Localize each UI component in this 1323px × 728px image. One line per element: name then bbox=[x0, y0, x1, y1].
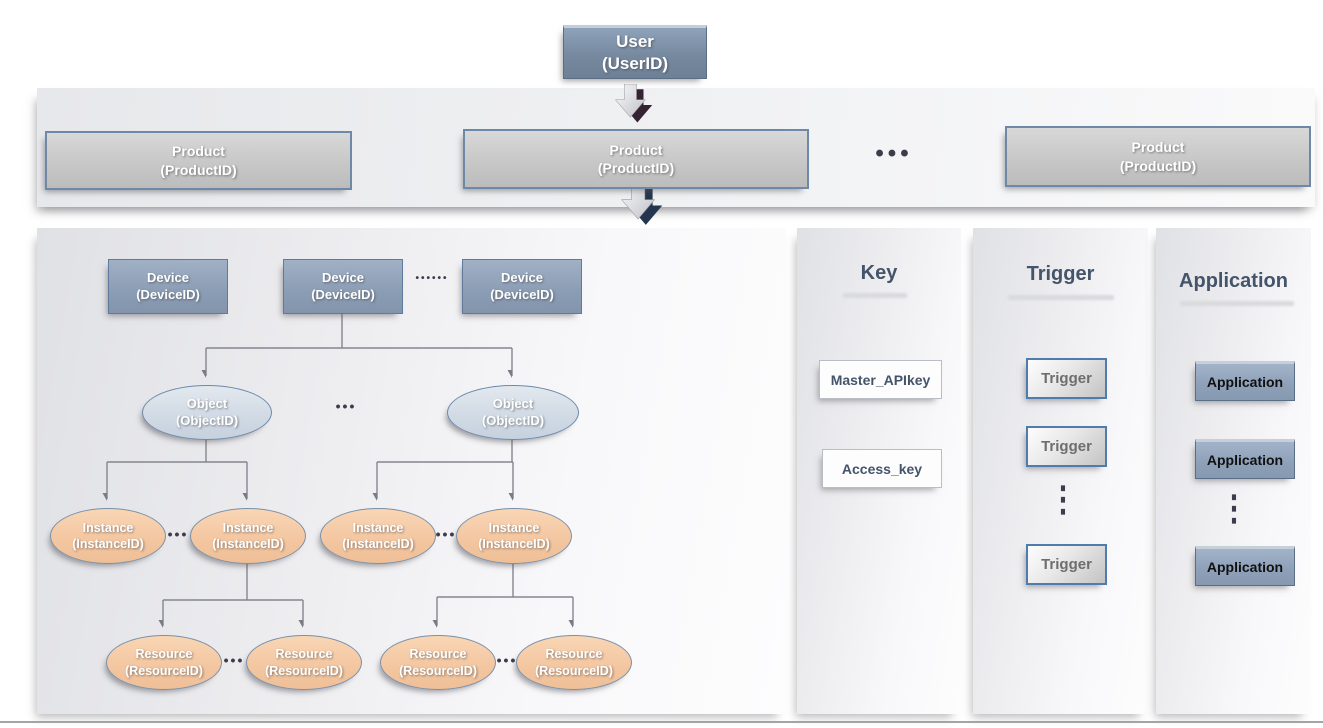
ellipsis: ••• bbox=[335, 398, 357, 414]
product-title: Product bbox=[1131, 139, 1185, 156]
ellipsis: ••• bbox=[167, 526, 189, 542]
instance-subtitle: (InstanceID) bbox=[342, 537, 414, 551]
object-node: Object (ObjectID) bbox=[142, 385, 272, 440]
trigger-item: Trigger bbox=[1026, 426, 1107, 467]
resource-node: Resource (ResourceID) bbox=[106, 635, 222, 690]
device-node: Device (DeviceID) bbox=[283, 259, 403, 314]
instance-node: Instance (InstanceID) bbox=[456, 508, 572, 564]
instance-node: Instance (InstanceID) bbox=[50, 508, 166, 564]
device-node: Device (DeviceID) bbox=[108, 259, 228, 314]
object-title: Object bbox=[492, 395, 534, 411]
product-subtitle: (ProductID) bbox=[160, 161, 237, 178]
device-subtitle: (DeviceID) bbox=[136, 286, 200, 302]
device-title: Device bbox=[322, 269, 364, 285]
product-title: Product bbox=[609, 141, 663, 158]
resource-title: Resource bbox=[545, 647, 603, 662]
product-node: Product (ProductID) bbox=[45, 131, 352, 190]
key-heading: Key bbox=[860, 262, 898, 284]
product-subtitle: (ProductID) bbox=[1119, 157, 1197, 174]
bottom-rule bbox=[0, 721, 1323, 723]
ellipsis: •••••• bbox=[415, 273, 449, 284]
resource-subtitle: (ResourceID) bbox=[399, 663, 477, 678]
product-subtitle: (ProductID) bbox=[597, 160, 675, 176]
resource-title: Resource bbox=[275, 647, 333, 662]
faint-caption bbox=[1180, 301, 1294, 306]
resource-node: Resource (ResourceID) bbox=[380, 635, 496, 690]
instance-subtitle: (InstanceID) bbox=[72, 537, 144, 551]
instance-title: Instance bbox=[82, 520, 134, 535]
vertical-ellipsis: ⋮ bbox=[1219, 489, 1249, 528]
ellipsis: ••• bbox=[875, 140, 913, 167]
instance-title: Instance bbox=[352, 520, 404, 535]
instance-subtitle: (InstanceID) bbox=[478, 537, 550, 551]
vertical-ellipsis: ⋮ bbox=[1048, 480, 1078, 519]
application-heading: Application bbox=[1179, 270, 1288, 292]
resource-title: Resource bbox=[135, 647, 193, 662]
faint-caption bbox=[843, 293, 907, 298]
faint-caption bbox=[1008, 295, 1114, 300]
product-node: Product (ProductID) bbox=[463, 129, 809, 189]
device-node: Device (DeviceID) bbox=[462, 259, 582, 314]
device-title: Device bbox=[501, 269, 543, 285]
resource-subtitle: (ResourceID) bbox=[125, 663, 203, 678]
user-node-title: User bbox=[616, 31, 654, 51]
trigger-panel bbox=[973, 228, 1148, 714]
application-item: Application bbox=[1195, 439, 1295, 479]
resource-title: Resource bbox=[409, 647, 467, 662]
user-node: User (UserID) bbox=[563, 25, 707, 79]
instance-subtitle: (InstanceID) bbox=[212, 537, 284, 551]
ellipsis: ••• bbox=[223, 652, 245, 668]
key-item: Access_key bbox=[822, 449, 942, 488]
application-item: Application bbox=[1195, 361, 1295, 401]
trigger-heading: Trigger bbox=[1026, 263, 1095, 285]
resource-node: Resource (ResourceID) bbox=[246, 635, 362, 690]
ellipsis: ••• bbox=[435, 526, 457, 542]
resource-subtitle: (ResourceID) bbox=[265, 663, 343, 678]
object-subtitle: (ObjectID) bbox=[481, 412, 545, 428]
device-subtitle: (DeviceID) bbox=[490, 286, 554, 302]
device-subtitle: (DeviceID) bbox=[311, 286, 375, 302]
product-title: Product bbox=[172, 143, 225, 160]
instance-node: Instance (InstanceID) bbox=[320, 508, 436, 564]
key-item: Master_APIkey bbox=[819, 360, 942, 399]
instance-title: Instance bbox=[222, 520, 274, 535]
device-title: Device bbox=[147, 269, 189, 285]
resource-subtitle: (ResourceID) bbox=[535, 663, 613, 678]
instance-title: Instance bbox=[488, 520, 540, 535]
resource-node: Resource (ResourceID) bbox=[516, 635, 632, 690]
application-item: Application bbox=[1195, 546, 1295, 586]
object-node: Object (ObjectID) bbox=[447, 385, 579, 440]
trigger-item: Trigger bbox=[1026, 358, 1107, 399]
down-arrow-icon bbox=[621, 182, 663, 225]
down-arrow-icon bbox=[614, 84, 653, 123]
instance-node: Instance (InstanceID) bbox=[190, 508, 306, 564]
ellipsis: ••• bbox=[496, 652, 518, 668]
trigger-item: Trigger bbox=[1026, 544, 1107, 585]
user-node-subtitle: (UserID) bbox=[601, 54, 669, 73]
object-subtitle: (ObjectID) bbox=[175, 412, 239, 428]
product-node: Product (ProductID) bbox=[1005, 126, 1311, 187]
object-title: Object bbox=[186, 395, 228, 411]
